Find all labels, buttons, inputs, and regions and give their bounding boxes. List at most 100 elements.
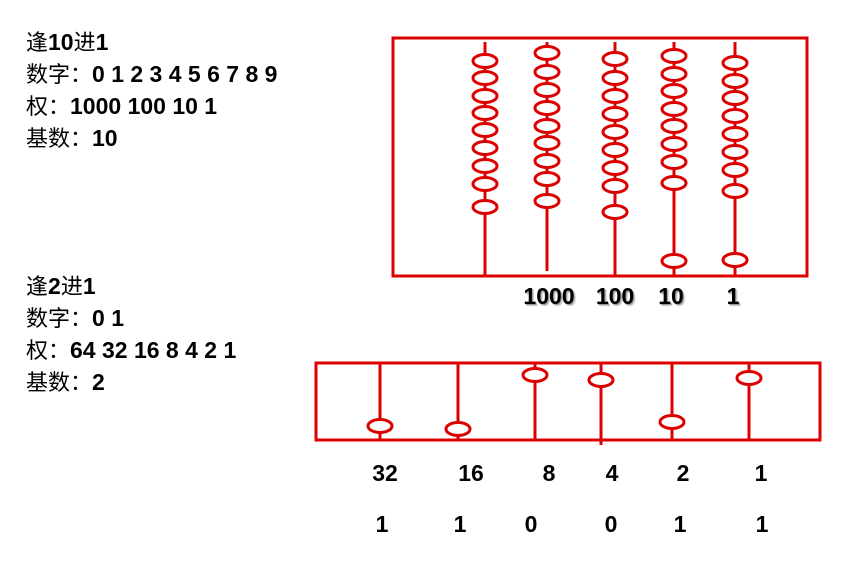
- abacus-bead: [721, 162, 749, 178]
- abacus-bead: [533, 64, 561, 80]
- title-number: 2: [48, 273, 61, 299]
- abacus-bead: [735, 370, 763, 386]
- abacus-bead: [601, 160, 629, 176]
- binary-weight-1: 1: [754, 460, 768, 486]
- abacus-bead: [660, 83, 688, 99]
- decimal-rod-label-1: 1: [726, 283, 740, 309]
- abacus-bead: [660, 66, 688, 82]
- abacus-bead: [721, 183, 749, 199]
- weights-label: 权：: [26, 95, 71, 120]
- binary-weights: 权：64 32 16 8 4 2 1: [26, 336, 236, 366]
- binary-bit: 1: [755, 511, 769, 537]
- abacus-bead: [601, 106, 629, 122]
- decimal-digits: 数字：0 1 2 3 4 5 6 7 8 9: [26, 60, 277, 90]
- title-prefix: 逢: [26, 275, 49, 300]
- abacus-bead: [660, 175, 688, 191]
- abacus-bead: [601, 124, 629, 140]
- abacus-bead: [471, 176, 499, 192]
- abacus-bead: [721, 90, 749, 106]
- abacus-bead: [533, 100, 561, 116]
- abacus-bead: [601, 142, 629, 158]
- binary-digits: 数字：0 1: [26, 304, 124, 334]
- abacus-bead: [521, 367, 549, 383]
- abacus-bead: [533, 171, 561, 187]
- decimal-frame: [391, 36, 809, 278]
- abacus-bead: [601, 70, 629, 86]
- decimal-rods: [471, 42, 749, 276]
- binary-rods: [366, 363, 763, 445]
- abacus-bead: [533, 193, 561, 209]
- title-suffix: 进: [73, 31, 96, 56]
- binary-weight-32: 32: [372, 460, 398, 486]
- binary-bit: 1: [673, 511, 687, 537]
- weights-label: 权：: [26, 339, 71, 364]
- abacus-bead: [721, 126, 749, 142]
- abacus-bead: [601, 204, 629, 220]
- abacus-bead: [587, 372, 615, 388]
- abacus-bead: [471, 88, 499, 104]
- abacus-bead: [471, 140, 499, 156]
- abacus-bead: [366, 418, 394, 434]
- abacus-bead: [533, 45, 561, 61]
- abacus-bead: [721, 73, 749, 89]
- decimal-weights: 权：1000 100 10 1: [26, 92, 217, 122]
- binary-weight-4: 4: [605, 460, 619, 486]
- base-value: 2: [92, 369, 105, 395]
- abacus-bead: [601, 88, 629, 104]
- abacus-bead: [601, 178, 629, 194]
- abacus-bead: [721, 252, 749, 268]
- decimal-abacus: [391, 36, 809, 278]
- abacus-bead: [533, 135, 561, 151]
- abacus-bead: [660, 253, 688, 269]
- abacus-bead: [533, 118, 561, 134]
- abacus-bead: [471, 70, 499, 86]
- binary-bit: 0: [604, 511, 618, 537]
- abacus-bead: [444, 421, 472, 437]
- abacus-bead: [533, 153, 561, 169]
- binary-frame: [314, 361, 822, 442]
- digits-label: 数字：: [26, 63, 93, 88]
- binary-base: 基数：2: [26, 368, 105, 398]
- binary-bit: 1: [453, 511, 467, 537]
- abacus-bead: [660, 101, 688, 117]
- abacus-bead: [660, 118, 688, 134]
- binary-weight-2: 2: [676, 460, 690, 486]
- binary-weight-16: 16: [458, 460, 484, 486]
- decimal-rod-label-1000: 1000: [523, 283, 575, 309]
- digits-value: 0 1: [92, 305, 124, 331]
- abacus-bead: [658, 414, 686, 430]
- weights-value: 1000 100 10 1: [70, 93, 218, 119]
- abacus-bead: [471, 122, 499, 138]
- abacus-bead: [471, 105, 499, 121]
- abacus-bead: [660, 48, 688, 64]
- abacus-bead: [721, 144, 749, 160]
- title-one: 1: [82, 273, 96, 299]
- weights-value: 64 32 16 8 4 2 1: [70, 337, 237, 363]
- abacus-bead: [533, 82, 561, 98]
- abacus-bead: [721, 55, 749, 71]
- title-number: 10: [48, 29, 74, 55]
- abacus-bead: [721, 108, 749, 124]
- abacus-bead: [471, 53, 499, 69]
- binary-title: 逢2进1: [26, 272, 96, 302]
- base-value: 10: [92, 125, 118, 151]
- title-suffix: 进: [60, 275, 83, 300]
- digits-label: 数字：: [26, 307, 93, 332]
- decimal-base: 基数：10: [26, 124, 118, 154]
- binary-bit: 1: [375, 511, 389, 537]
- abacus-bead: [601, 51, 629, 67]
- decimal-title: 逢10进1: [26, 28, 108, 58]
- abacus-bead: [471, 158, 499, 174]
- decimal-rod-label-10: 10: [658, 283, 684, 309]
- binary-abacus: [314, 361, 822, 445]
- base-label: 基数：: [26, 371, 93, 396]
- base-label: 基数：: [26, 127, 93, 152]
- title-one: 1: [95, 29, 109, 55]
- abacus-bead: [660, 154, 688, 170]
- binary-bit: 0: [524, 511, 538, 537]
- abacus-bead: [471, 199, 499, 215]
- digits-value: 0 1 2 3 4 5 6 7 8 9: [92, 61, 278, 87]
- decimal-rod-label-100: 100: [595, 283, 635, 309]
- binary-weight-8: 8: [542, 460, 556, 486]
